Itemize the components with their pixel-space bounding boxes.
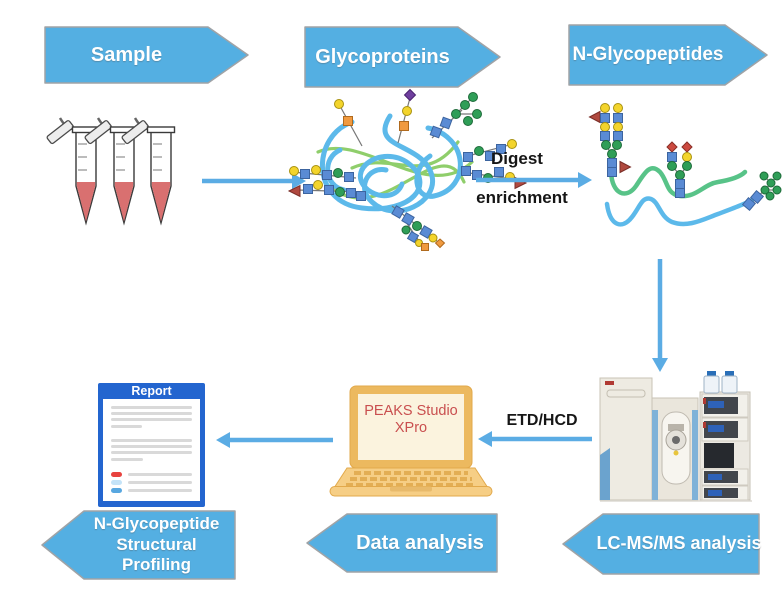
banner-n-glycopeptides: N-Glycopeptides bbox=[568, 24, 768, 86]
banner-lcmsms-analysis-label: LC-MS/MS analysis bbox=[596, 533, 762, 554]
report-bullet-row bbox=[111, 488, 192, 494]
report-line bbox=[111, 412, 192, 416]
red-bullet-icon bbox=[111, 471, 122, 477]
banner-data-analysis-label: Data analysis bbox=[356, 531, 484, 554]
report-line bbox=[128, 472, 192, 476]
report-document: Report bbox=[98, 383, 205, 507]
report-line bbox=[111, 438, 192, 442]
peaks-line-1: PEAKS Studio bbox=[364, 403, 458, 419]
etd-hcd-label: ETD/HCD bbox=[506, 412, 578, 429]
report-line bbox=[128, 489, 192, 493]
profiling-line-1: N-Glycopeptide bbox=[93, 513, 220, 533]
glycoprotein-illustration bbox=[287, 88, 528, 251]
banner-data-analysis: Data analysis bbox=[306, 513, 498, 573]
arrow-etd-hcd-icon bbox=[478, 431, 592, 447]
report-line bbox=[111, 418, 192, 422]
banner-glycoproteins: Glycoproteins bbox=[304, 26, 501, 88]
peaks-line-2: XPro bbox=[394, 420, 428, 437]
mass-spectrometer-illustration bbox=[599, 371, 752, 502]
banner-sample: Sample bbox=[44, 26, 249, 84]
laptop-illustration bbox=[329, 385, 493, 497]
report-title: Report bbox=[131, 384, 172, 398]
report-gap bbox=[111, 464, 192, 469]
report-line bbox=[111, 424, 142, 428]
banner-structural-profiling-label: N-Glycopeptide Structural Profiling bbox=[42, 511, 235, 579]
light-blue-bullet-icon bbox=[111, 480, 122, 486]
profiling-line-2: Structural bbox=[116, 534, 197, 554]
digest-label: Digest bbox=[491, 149, 543, 168]
arrow-digest-icon bbox=[476, 172, 592, 188]
report-page bbox=[103, 399, 200, 501]
peaks-software-label: PEAKS Studio XPro bbox=[358, 403, 464, 437]
arrow-down-icon bbox=[652, 259, 668, 372]
report-line bbox=[111, 445, 192, 449]
report-line bbox=[111, 457, 144, 461]
report-gap bbox=[111, 431, 192, 436]
report-line bbox=[111, 406, 192, 409]
n-glycopeptide-illustration bbox=[588, 103, 782, 227]
banner-sample-label: Sample bbox=[90, 43, 163, 66]
arrow-to-report-icon bbox=[216, 432, 333, 448]
blue-bullet-icon bbox=[111, 488, 122, 494]
report-line bbox=[128, 481, 192, 485]
arrow-right-icon bbox=[202, 173, 306, 189]
sample-tubes-illustration bbox=[46, 117, 176, 226]
report-line bbox=[111, 451, 192, 455]
profiling-line-3: Profiling bbox=[122, 555, 191, 575]
report-bullet-row bbox=[111, 480, 192, 486]
banner-glycoproteins-label: Glycoproteins bbox=[315, 45, 450, 68]
enrichment-label: enrichment bbox=[476, 188, 568, 207]
banner-structural-profiling: N-Glycopeptide Structural Profiling bbox=[41, 510, 236, 580]
banner-lcmsms-analysis: LC-MS/MS analysis bbox=[562, 513, 762, 575]
report-bullet-row bbox=[111, 471, 192, 477]
banner-n-glycopeptides-label: N-Glycopeptides bbox=[572, 44, 724, 66]
